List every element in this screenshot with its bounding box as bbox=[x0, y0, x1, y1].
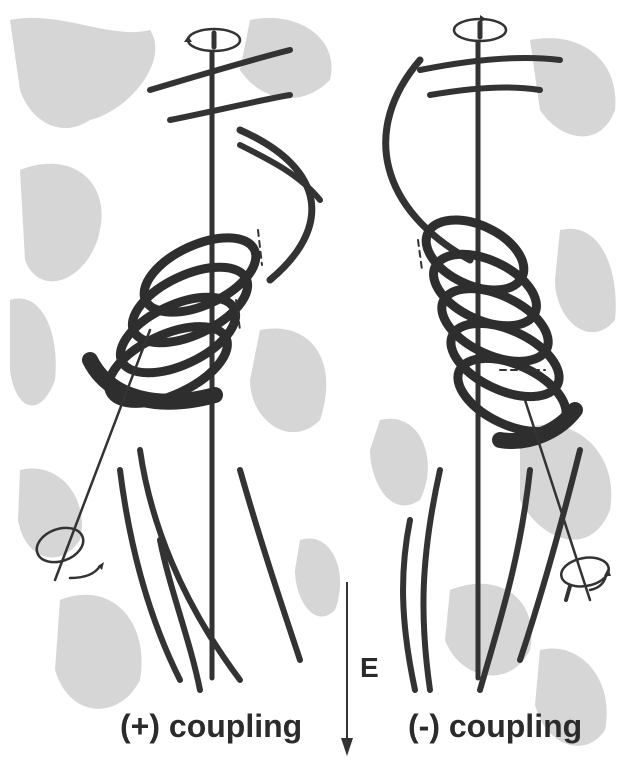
field-arc bbox=[423, 470, 440, 690]
field-arc bbox=[240, 470, 300, 660]
left-coil bbox=[90, 222, 267, 419]
field-arc bbox=[170, 95, 290, 120]
field-arc bbox=[403, 520, 415, 690]
field-arc bbox=[430, 88, 540, 95]
e-field-arrow bbox=[341, 582, 353, 756]
left-caption: (+) coupling bbox=[120, 708, 302, 745]
right-caption: (-) coupling bbox=[408, 708, 582, 745]
field-arc bbox=[160, 540, 200, 690]
e-field-label: E bbox=[360, 652, 379, 684]
hidden-line bbox=[418, 240, 422, 270]
spin-arrow bbox=[70, 566, 100, 578]
top-rotation-arrow bbox=[480, 15, 486, 23]
top-rotation-arrow bbox=[184, 36, 192, 42]
